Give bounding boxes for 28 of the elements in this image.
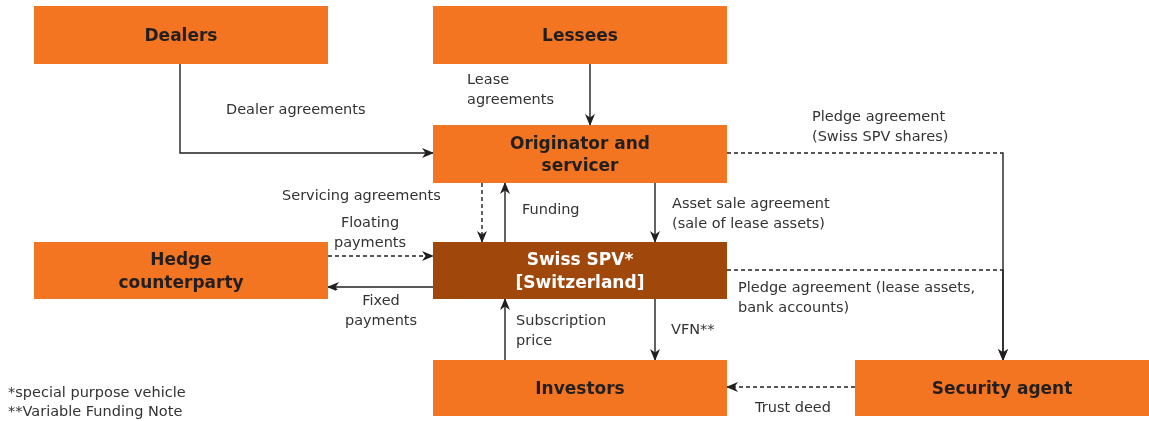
node-label: Dealers xyxy=(144,23,218,47)
node-label: Originator and servicer xyxy=(508,131,652,177)
arrow xyxy=(585,63,595,126)
process-box xyxy=(433,242,727,299)
node-label: Security agent xyxy=(931,376,1073,400)
arrow xyxy=(650,298,660,361)
node-label: Investors xyxy=(535,376,625,400)
arrow xyxy=(179,63,434,158)
arrow xyxy=(327,251,434,261)
edge-label: Floating payments xyxy=(332,213,408,253)
process-box xyxy=(433,6,727,64)
node-label: Hedge counterparty xyxy=(117,248,245,293)
node-label: Swiss SPV* [Switzerland] xyxy=(514,248,646,293)
process-box xyxy=(433,360,727,416)
arrow xyxy=(726,382,856,392)
arrow xyxy=(500,298,510,361)
process-box xyxy=(34,6,328,64)
process-box xyxy=(855,360,1149,416)
node-label: Lessees xyxy=(542,23,618,47)
arrow xyxy=(650,182,660,243)
footnote: *special purpose vehicle xyxy=(8,383,186,402)
process-box xyxy=(433,125,727,183)
footnote: **Variable Funding Note xyxy=(8,402,183,421)
arrow xyxy=(726,269,1008,361)
arrow xyxy=(327,282,434,292)
arrow xyxy=(500,182,510,243)
process-box xyxy=(34,242,328,299)
arrow xyxy=(477,182,487,243)
